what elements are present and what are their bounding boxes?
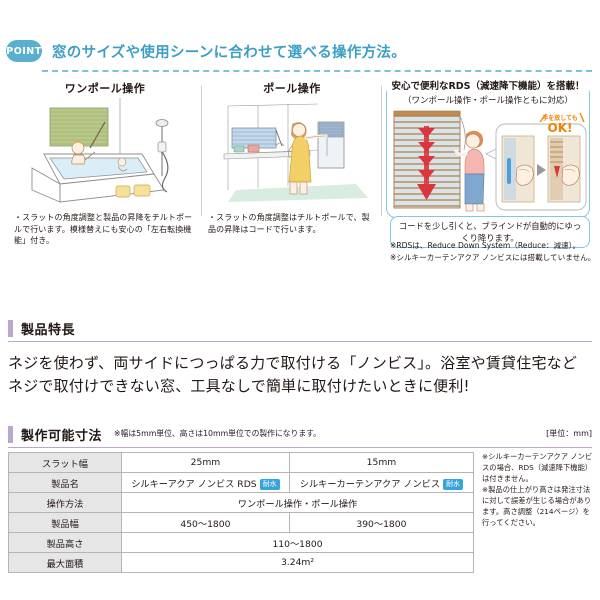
features-heading-bar bbox=[8, 319, 13, 337]
point-badge: POINT bbox=[6, 40, 42, 62]
table-cell-text: 390〜1800 bbox=[356, 518, 407, 530]
specs-heading-bar bbox=[8, 425, 13, 443]
rds-caption: コードを少し引くと、ブラインドが自動的にゆっくり降ります。 bbox=[390, 216, 590, 248]
table-row: 操作方法 ワンポール操作・ポール操作 bbox=[8, 492, 474, 513]
bathroom-blind-illustration bbox=[12, 98, 198, 208]
table-cell: シルキーカーテンアクア ノンビス耐水 bbox=[288, 472, 475, 493]
panel-one-pole-note: ・スラットの角度調整と製品の昇降をチルトポールで行います。模様替えにも安心の「左… bbox=[14, 213, 193, 246]
features-line-2: ネジで取付けできない窓、工具なしで簡単に取付けたいときに便利! bbox=[8, 377, 470, 396]
table-row: スラット幅 25mm 15mm bbox=[8, 452, 475, 473]
table-cell-text: 110〜1800 bbox=[272, 538, 323, 550]
features-rule bbox=[8, 341, 592, 342]
features-body: ネジを使わず、両サイドにつっぱる力で取付ける「ノンビス」。浴室や賃貸住宅など ネ… bbox=[8, 352, 592, 399]
table-row: 製品高さ 110〜1800 bbox=[8, 532, 474, 553]
table-cell: 110〜1800 bbox=[121, 532, 474, 553]
table-cell: 450〜1800 bbox=[121, 512, 290, 533]
specs-note: ※幅は5mm単位、高さは10mm単位での製作になります。 bbox=[114, 429, 321, 438]
specs-unit-label: [単位：mm] bbox=[546, 429, 592, 438]
features-title: 製品特長 bbox=[21, 322, 76, 338]
water-resistant-badge: 耐水 bbox=[259, 478, 280, 490]
kitchen-blind-illustration bbox=[206, 98, 378, 208]
panel-one-pole: ワンポール操作 bbox=[12, 80, 198, 280]
features-line-1: ネジを使わず、両サイドにつっぱる力で取付ける「ノンビス」。浴室や賃貸住宅など bbox=[8, 354, 578, 372]
table-row-header: 製品高さ bbox=[8, 532, 122, 553]
specs-section: 製作可能寸法 ※幅は5mm単位、高さは10mm単位での製作になります。 bbox=[8, 424, 592, 448]
table-cell: 3.24m² bbox=[121, 552, 474, 573]
features-section: 製品特長 ネジを使わず、両サイドにつっぱる力で取付ける「ノンビス」。浴室や賃貸住… bbox=[8, 318, 592, 399]
table-cell-text: シルキーカーテンアクア ノンビス bbox=[299, 478, 441, 490]
table-row-header: 操作方法 bbox=[8, 492, 122, 513]
panel-pole-note: ・スラットの角度調整はチルトポールで、製品の昇降はコードで行います。 bbox=[208, 213, 370, 234]
specs-side-note-2: ※製品の仕上がり高さは発注寸法に対して誤差が生じる場合があります。高さ調整（21… bbox=[482, 484, 592, 527]
table-row: 最大面積 3.24m² bbox=[8, 552, 474, 573]
table-cell: 25mm bbox=[121, 452, 290, 473]
rds-illustration bbox=[388, 108, 588, 214]
header-dashed-divider bbox=[42, 70, 592, 72]
rds-title: 安心で便利なRDS（減速降下機能）を搭載！ bbox=[386, 78, 590, 92]
specs-heading: 製作可能寸法 ※幅は5mm単位、高さは10mm単位での製作になります。 bbox=[8, 424, 592, 444]
table-cell-text: シルキーアクア ノンビス RDS bbox=[131, 478, 257, 490]
panel-pole-heading: ポール操作 bbox=[263, 82, 321, 95]
table-row: 製品幅 450〜1800 390〜1800 bbox=[8, 512, 475, 533]
panel-divider-1 bbox=[201, 86, 202, 216]
table-cell: ワンポール操作・ポール操作 bbox=[121, 492, 474, 513]
rds-subtitle: （ワンポール操作・ポール操作ともに対応） bbox=[402, 96, 573, 106]
table-cell-text: 3.24m² bbox=[280, 557, 315, 568]
table-row-header: スラット幅 bbox=[8, 452, 122, 473]
specs-title: 製作可能寸法 bbox=[21, 428, 103, 444]
table-cell-text: 25mm bbox=[190, 457, 221, 468]
features-heading: 製品特長 bbox=[8, 318, 592, 338]
water-resistant-badge: 耐水 bbox=[443, 478, 464, 490]
table-row-header: 製品名 bbox=[8, 472, 122, 493]
rds-footnote-2: ※シルキーカーテンアクア ノンビスには搭載していません。 bbox=[390, 252, 596, 262]
specs-rule bbox=[8, 447, 592, 448]
table-cell: 15mm bbox=[288, 452, 475, 473]
point-title: 窓のサイズや使用シーンに合わせて選べる操作方法。 bbox=[52, 44, 407, 61]
table-cell-text: 450〜1800 bbox=[180, 518, 231, 530]
rds-footnotes: ※RDSは、Reduce Down System（Reduce：減速）。 ※シル… bbox=[390, 240, 596, 264]
table-row-header: 製品幅 bbox=[8, 512, 122, 533]
specs-side-notes: ※シルキーカーテンアクア ノンビスの場合、RDS（減速降下機能）は付きません。 … bbox=[482, 452, 596, 529]
table-cell-text: ワンポール操作・ポール操作 bbox=[237, 498, 358, 510]
panel-divider-2 bbox=[381, 86, 382, 216]
point-header: POINT 窓のサイズや使用シーンに合わせて選べる操作方法。 bbox=[0, 36, 600, 66]
table-cell-text: 15mm bbox=[366, 457, 397, 468]
panel-one-pole-heading: ワンポール操作 bbox=[64, 82, 146, 95]
specs-side-note-1: ※シルキーカーテンアクア ノンビスの場合、RDS（減速降下機能）は付きません。 bbox=[482, 452, 593, 483]
table-row-header: 最大面積 bbox=[8, 552, 122, 573]
operation-panels: ワンポール操作 bbox=[0, 80, 600, 280]
panel-pole: ポール操作 bbox=[206, 80, 378, 280]
table-cell: 390〜1800 bbox=[288, 512, 475, 533]
rds-footnote-1: ※RDSは、Reduce Down System（Reduce：減速）。 bbox=[390, 241, 581, 250]
